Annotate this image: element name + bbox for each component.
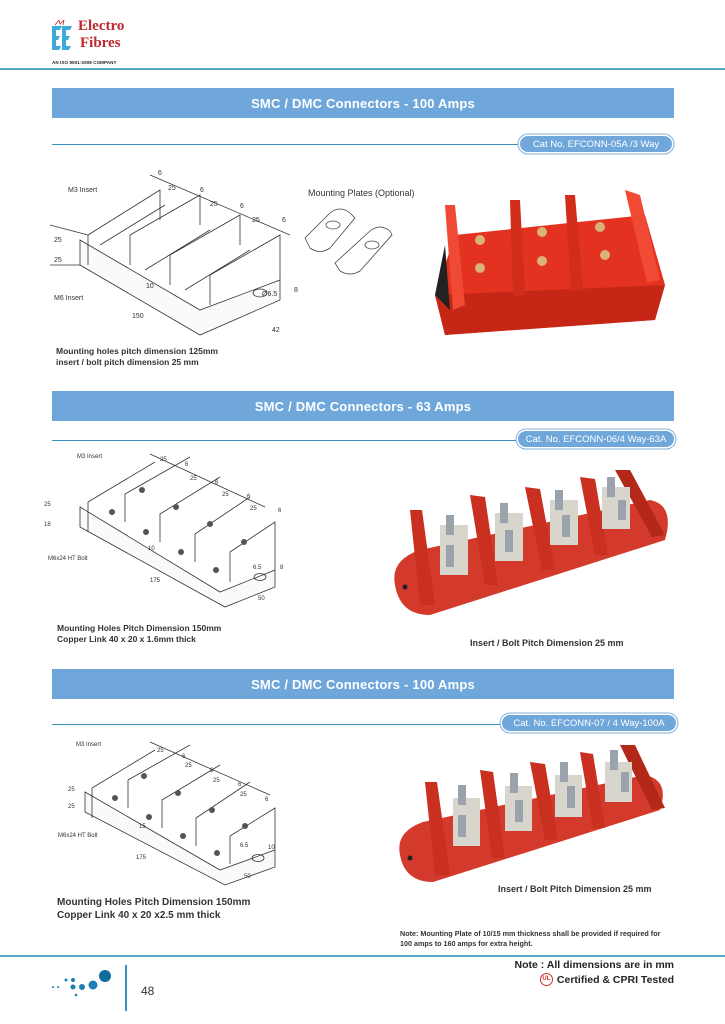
dim-label: 6 bbox=[238, 782, 242, 788]
dim-label: 25 bbox=[54, 237, 62, 244]
dim-label: 42 bbox=[272, 327, 280, 334]
brand-line-1: Electro bbox=[78, 18, 125, 34]
dim-label: 6 bbox=[185, 462, 189, 468]
label-m3-insert: M3 Insert bbox=[77, 454, 103, 460]
certified-text: Certified & CPRI Tested bbox=[556, 973, 674, 986]
certification-note: UL Certified & CPRI Tested bbox=[539, 973, 674, 986]
logo-mark-icon bbox=[50, 20, 74, 58]
dimensions-note: Note : All dimensions are in mm bbox=[514, 959, 674, 971]
mounting-plate-note: Note: Mounting Plate of 10/15 mm thickne… bbox=[400, 929, 660, 949]
section-divider bbox=[52, 144, 532, 145]
dim-label: 175 bbox=[136, 855, 147, 861]
dim-label: 25 bbox=[168, 185, 176, 192]
brand-name: Electro Fibres bbox=[78, 18, 124, 52]
dim-label: 10 bbox=[146, 283, 154, 290]
dim-label: 15 bbox=[139, 824, 146, 830]
dim-label: 150 bbox=[132, 313, 144, 320]
dim-label: 25 bbox=[185, 763, 192, 769]
dim-label: 25 bbox=[222, 492, 229, 498]
label-bolt: M6x24 HT Bolt bbox=[58, 833, 98, 839]
dim-label: 25 bbox=[190, 476, 197, 482]
section-divider bbox=[52, 724, 502, 725]
dim-label: 6 bbox=[282, 217, 286, 224]
note-line: Note: Mounting Plate of 10/15 mm thickne… bbox=[400, 929, 661, 938]
dim-label: 8 bbox=[280, 565, 284, 571]
brand-line-2: Fibres bbox=[80, 35, 121, 51]
section-title-bar: SMC / DMC Connectors - 63 Amps bbox=[52, 391, 674, 421]
footer-divider bbox=[0, 955, 725, 957]
catalog-number-badge: Cat. No. EFCONN-06/4 Way-63A bbox=[518, 431, 674, 447]
dim-label: 50 bbox=[258, 596, 265, 602]
dim-label: 25 bbox=[44, 502, 51, 508]
photo-caption: Insert / Bolt Pitch Dimension 25 mm bbox=[498, 884, 652, 894]
dim-label: 6 bbox=[278, 508, 282, 514]
label-bolt: M6x24 HT Bolt bbox=[48, 556, 88, 562]
mounting-plates-label: Mounting Plates (Optional) bbox=[308, 188, 415, 198]
product-photo-3way bbox=[425, 185, 675, 340]
dim-label: 25 bbox=[157, 748, 164, 754]
dim-label: 25 bbox=[160, 457, 167, 463]
dim-label: 25 bbox=[252, 217, 260, 224]
dim-label: 25 bbox=[68, 804, 75, 810]
product-photo-63a bbox=[390, 465, 680, 625]
dim-label: 6.5 bbox=[253, 565, 262, 571]
dim-label: 6.5 bbox=[240, 843, 249, 849]
section-title-bar: SMC / DMC Connectors - 100 Amps bbox=[52, 88, 674, 118]
mounting-plates-drawing: Mounting Plates (Optional) bbox=[300, 185, 430, 275]
decorative-dots-icon bbox=[50, 965, 120, 1005]
ul-mark-icon: UL bbox=[539, 973, 553, 986]
dim-label: 10 bbox=[148, 546, 155, 552]
dim-label: 10 bbox=[268, 845, 275, 851]
drawing-caption: Mounting Holes Pitch Dimension 150mm Cop… bbox=[57, 623, 221, 645]
page-number-divider bbox=[125, 965, 127, 1011]
dim-label: 6 bbox=[210, 768, 214, 774]
dim-label: 6 bbox=[182, 754, 186, 760]
dim-label: 6 bbox=[265, 797, 269, 803]
caption-line: Copper Link 40 x 20 x 1.6mm thick bbox=[57, 634, 196, 644]
header-divider bbox=[0, 68, 725, 70]
photo-caption: Insert / Bolt Pitch Dimension 25 mm bbox=[470, 638, 624, 648]
dim-label: 175 bbox=[150, 578, 161, 584]
dim-label: 6 bbox=[240, 203, 244, 210]
label-m6-insert: M6 Insert bbox=[54, 295, 84, 302]
dim-label: 25 bbox=[213, 778, 220, 784]
caption-line: Mounting Holes Pitch Dimension 150mm bbox=[57, 623, 222, 633]
catalog-number-badge: Cat. No. EFCONN-07 / 4 Way-100A bbox=[502, 715, 676, 731]
dim-label: 6 bbox=[200, 187, 204, 194]
dim-label: 6 bbox=[247, 494, 251, 500]
section-divider bbox=[52, 440, 517, 441]
dim-label: 6 bbox=[158, 170, 162, 177]
company-logo: Electro Fibres AN ISO 9001-2008 COMPANY bbox=[50, 14, 150, 66]
drawing-caption: Mounting holes pitch dimension 125mm ins… bbox=[56, 346, 218, 368]
note-line: 100 amps to 160 amps for extra height. bbox=[400, 939, 533, 948]
catalog-number-badge: Cat No. EFCONN-05A /3 Way bbox=[520, 136, 672, 152]
brand-tagline: AN ISO 9001-2008 COMPANY bbox=[52, 60, 117, 65]
dim-label: 8 bbox=[294, 287, 298, 294]
dim-label: 25 bbox=[240, 792, 247, 798]
dim-label: 50 bbox=[244, 874, 251, 880]
dim-label: 25 bbox=[210, 201, 218, 208]
dim-label: 6 bbox=[215, 480, 219, 486]
caption-line: Copper Link 40 x 20 x2.5 mm thick bbox=[57, 910, 221, 921]
dim-label: 25 bbox=[54, 257, 62, 264]
caption-line: Mounting holes pitch dimension 125mm bbox=[56, 346, 218, 356]
label-m3-insert: M3 Insert bbox=[68, 187, 98, 194]
section-title-bar: SMC / DMC Connectors - 100 Amps bbox=[52, 669, 674, 699]
technical-drawing: M3 Insert M6x24 HT Bolt 25 6 25 6 25 6 2… bbox=[58, 740, 290, 890]
product-photo-100a bbox=[395, 740, 675, 890]
dim-label: Ø6.5 bbox=[262, 291, 278, 298]
drawing-caption: Mounting Holes Pitch Dimension 150mm Cop… bbox=[57, 896, 250, 922]
caption-line: insert / bolt pitch dimension 25 mm bbox=[56, 357, 199, 367]
dim-label: 25 bbox=[250, 506, 257, 512]
dim-label: 25 bbox=[68, 787, 75, 793]
technical-drawing: M3 Insert M6 Insert 6 25 6 25 6 25 6 25 … bbox=[50, 165, 298, 345]
technical-drawing: M3 Insert M6x24 HT Bolt 25 6 25 6 25 6 2… bbox=[44, 452, 290, 612]
label-m3-insert: M3 Insert bbox=[76, 742, 102, 748]
dim-label: 18 bbox=[44, 522, 51, 528]
page-number: 48 bbox=[141, 984, 155, 998]
caption-line: Mounting Holes Pitch Dimension 150mm bbox=[57, 897, 251, 908]
